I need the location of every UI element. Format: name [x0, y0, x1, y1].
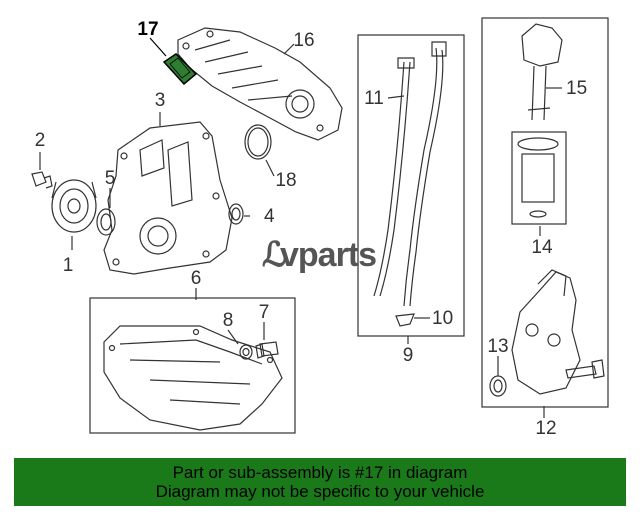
o-ring-18: [244, 124, 272, 160]
callout-4: 4: [264, 206, 275, 227]
callout-17: 17: [137, 19, 158, 40]
info-banner: Part or sub-assembly is #17 in diagram D…: [14, 458, 626, 506]
leader-lines: [39, 37, 562, 418]
crank-pulley: [51, 179, 97, 233]
callout-3: 3: [155, 90, 166, 111]
callout-12: 12: [535, 418, 556, 439]
parts-diagram: 1 2 3 4 5 6 7 8 9 10 11 12 13 14 15 16 1…: [31, 17, 609, 439]
callout-5: 5: [105, 168, 116, 189]
dipstick-box: [357, 34, 465, 337]
callout-2: 2: [35, 130, 46, 151]
filter-box: [481, 17, 609, 408]
gasket-17-highlight[interactable]: [162, 53, 198, 86]
callout-15: 15: [566, 78, 587, 99]
svg-text:ℒ: ℒ: [262, 236, 286, 274]
bolt-2: [31, 171, 53, 189]
callout-8: 8: [223, 310, 234, 331]
oil-pan-box: [89, 297, 296, 434]
dipstick-tube: [373, 41, 447, 327]
callout-14: 14: [531, 237, 553, 258]
callout-1: 1: [63, 255, 74, 276]
intake-manifold: [177, 27, 343, 141]
callout-9: 9: [403, 345, 414, 366]
drain-plug-7: [255, 341, 279, 359]
gasket-13: [489, 375, 507, 397]
seal-4: [228, 203, 244, 225]
filter-housing: [511, 269, 581, 395]
filter-cap-15: [521, 23, 563, 121]
callout-18: 18: [275, 170, 296, 191]
callout-7: 7: [259, 302, 270, 323]
callout-6: 6: [191, 268, 202, 289]
banner-line-1: Part or sub-assembly is #17 in diagram: [172, 463, 468, 482]
oil-pan: [103, 325, 283, 431]
filter-element-14: [511, 131, 567, 225]
callout-16: 16: [293, 30, 314, 51]
svg-text:vparts: vparts: [280, 236, 376, 274]
callout-11: 11: [364, 88, 384, 109]
washer-8: [239, 344, 253, 360]
callout-10: 10: [432, 308, 453, 329]
banner-line-2: Diagram may not be specific to your vehi…: [155, 482, 485, 501]
callout-13: 13: [487, 336, 508, 357]
seal-5: [96, 208, 116, 236]
watermark: ℒ vparts: [262, 236, 377, 274]
bolt-12: [565, 359, 605, 379]
timing-cover: [103, 121, 233, 275]
